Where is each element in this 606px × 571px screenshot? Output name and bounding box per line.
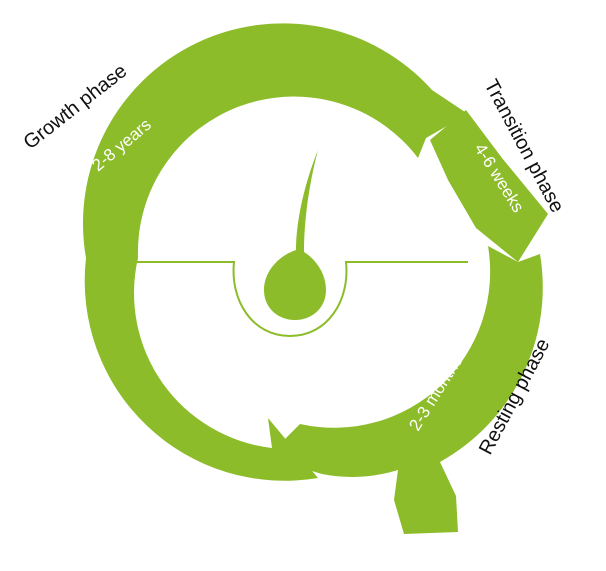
growth-phase-arrow bbox=[82, 23, 468, 481]
cycle-arrows bbox=[82, 23, 548, 534]
hair-follicle-icon bbox=[114, 150, 468, 338]
skin-surface-line bbox=[114, 261, 468, 338]
transition-phase-arrow bbox=[430, 110, 548, 262]
resting-phase-arrow bbox=[278, 246, 543, 534]
hair-bulb bbox=[264, 150, 326, 320]
